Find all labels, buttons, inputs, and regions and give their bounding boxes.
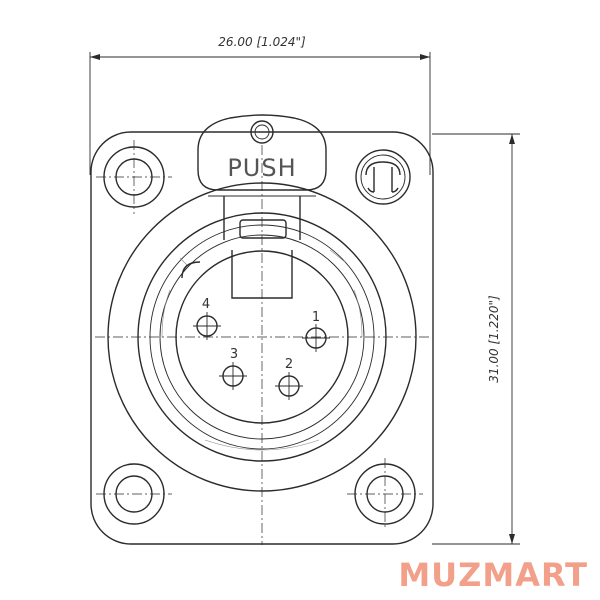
pin-4-label: 4: [202, 297, 210, 312]
pin-3-label: 3: [230, 347, 238, 362]
latch-guide: [223, 196, 301, 240]
width-dimension-label: 26.00 [1.024"]: [218, 35, 306, 49]
brand-logo-icon: [355, 149, 411, 205]
height-dimension-label: 31.00 [1.220"]: [487, 295, 501, 383]
pin-2-label: 2: [285, 357, 293, 372]
width-dimension: 26.00 [1.024"]: [89, 35, 431, 175]
polarity-mark: [181, 261, 201, 279]
mounting-hole-top-left: [96, 140, 172, 214]
mounting-hole-bottom-right: [347, 458, 423, 530]
latch-slot: [239, 219, 287, 239]
watermark-text: MUZMART: [398, 556, 588, 594]
height-dimension: 31.00 [1.220"]: [432, 133, 520, 545]
push-latch: PUSH: [197, 114, 327, 191]
mounting-hole-bottom-left: [96, 463, 172, 525]
pin-1: 1: [302, 310, 330, 352]
pin-4: 4: [193, 297, 221, 340]
ring-detail-marks: [161, 249, 363, 451]
pin-3: 3: [219, 347, 247, 390]
pin-2: 2: [275, 357, 303, 400]
push-latch-label: PUSH: [227, 154, 296, 182]
pin-1-label: 1: [312, 310, 320, 325]
